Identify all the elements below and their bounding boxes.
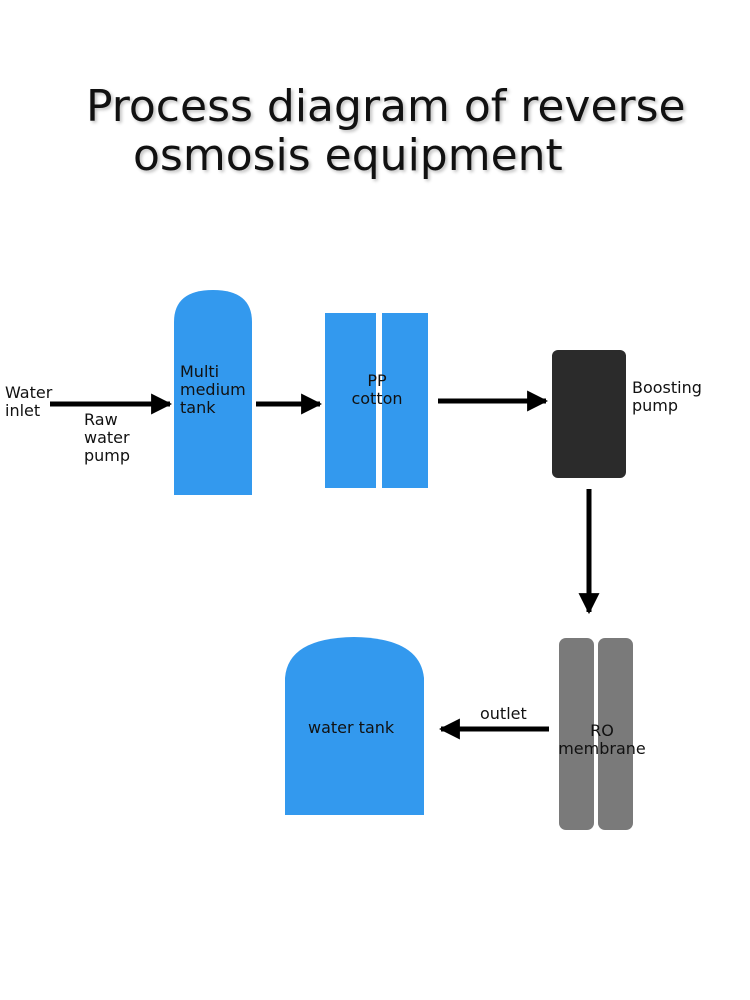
pp-cotton-label-line: cotton bbox=[351, 389, 403, 408]
ro-membrane-label-line: membrane bbox=[558, 739, 646, 758]
water-tank bbox=[285, 637, 424, 815]
diagram-title-line-2: osmosis equipment bbox=[133, 130, 563, 181]
multi-medium-tank-label: Multi medium tank bbox=[180, 363, 246, 417]
multi-medium-tank bbox=[174, 290, 252, 495]
pp-cotton-label-line: PP bbox=[367, 371, 387, 390]
water-inlet-label-line: Water bbox=[5, 383, 53, 402]
ro-membrane-column-right bbox=[598, 638, 633, 830]
multi-medium-tank-label-line: Multi bbox=[180, 362, 220, 381]
ro-membrane-column-left bbox=[559, 638, 594, 830]
raw-water-pump-label-line: pump bbox=[84, 446, 131, 465]
boosting-pump-label-line: Boosting bbox=[632, 378, 702, 397]
raw-water-pump-label-line: Raw bbox=[84, 410, 118, 429]
water-inlet-label-line: inlet bbox=[5, 401, 41, 420]
outlet-label: outlet bbox=[480, 704, 527, 723]
pp-cotton-label: PP cotton bbox=[350, 372, 404, 408]
water-tank-label: water tank bbox=[308, 718, 395, 737]
pp-cotton-column-left bbox=[325, 313, 376, 488]
multi-medium-tank-label-line: medium bbox=[180, 380, 246, 399]
raw-water-pump-label-line: water bbox=[84, 428, 130, 447]
multi-medium-tank-label-line: tank bbox=[180, 398, 216, 417]
boosting-pump-label-line: pump bbox=[632, 396, 679, 415]
water-inlet-label: Water inlet bbox=[5, 384, 52, 420]
pp-cotton-column-right bbox=[382, 313, 428, 488]
ro-membrane-label-line: RO bbox=[590, 721, 614, 740]
raw-water-pump-label: Raw water pump bbox=[84, 411, 130, 465]
boosting-pump bbox=[552, 350, 626, 478]
diagram-title-line-1: Process diagram of reverse bbox=[86, 81, 686, 132]
ro-membrane-label: RO membrane bbox=[556, 722, 648, 758]
boosting-pump-label: Boosting pump bbox=[632, 379, 702, 415]
